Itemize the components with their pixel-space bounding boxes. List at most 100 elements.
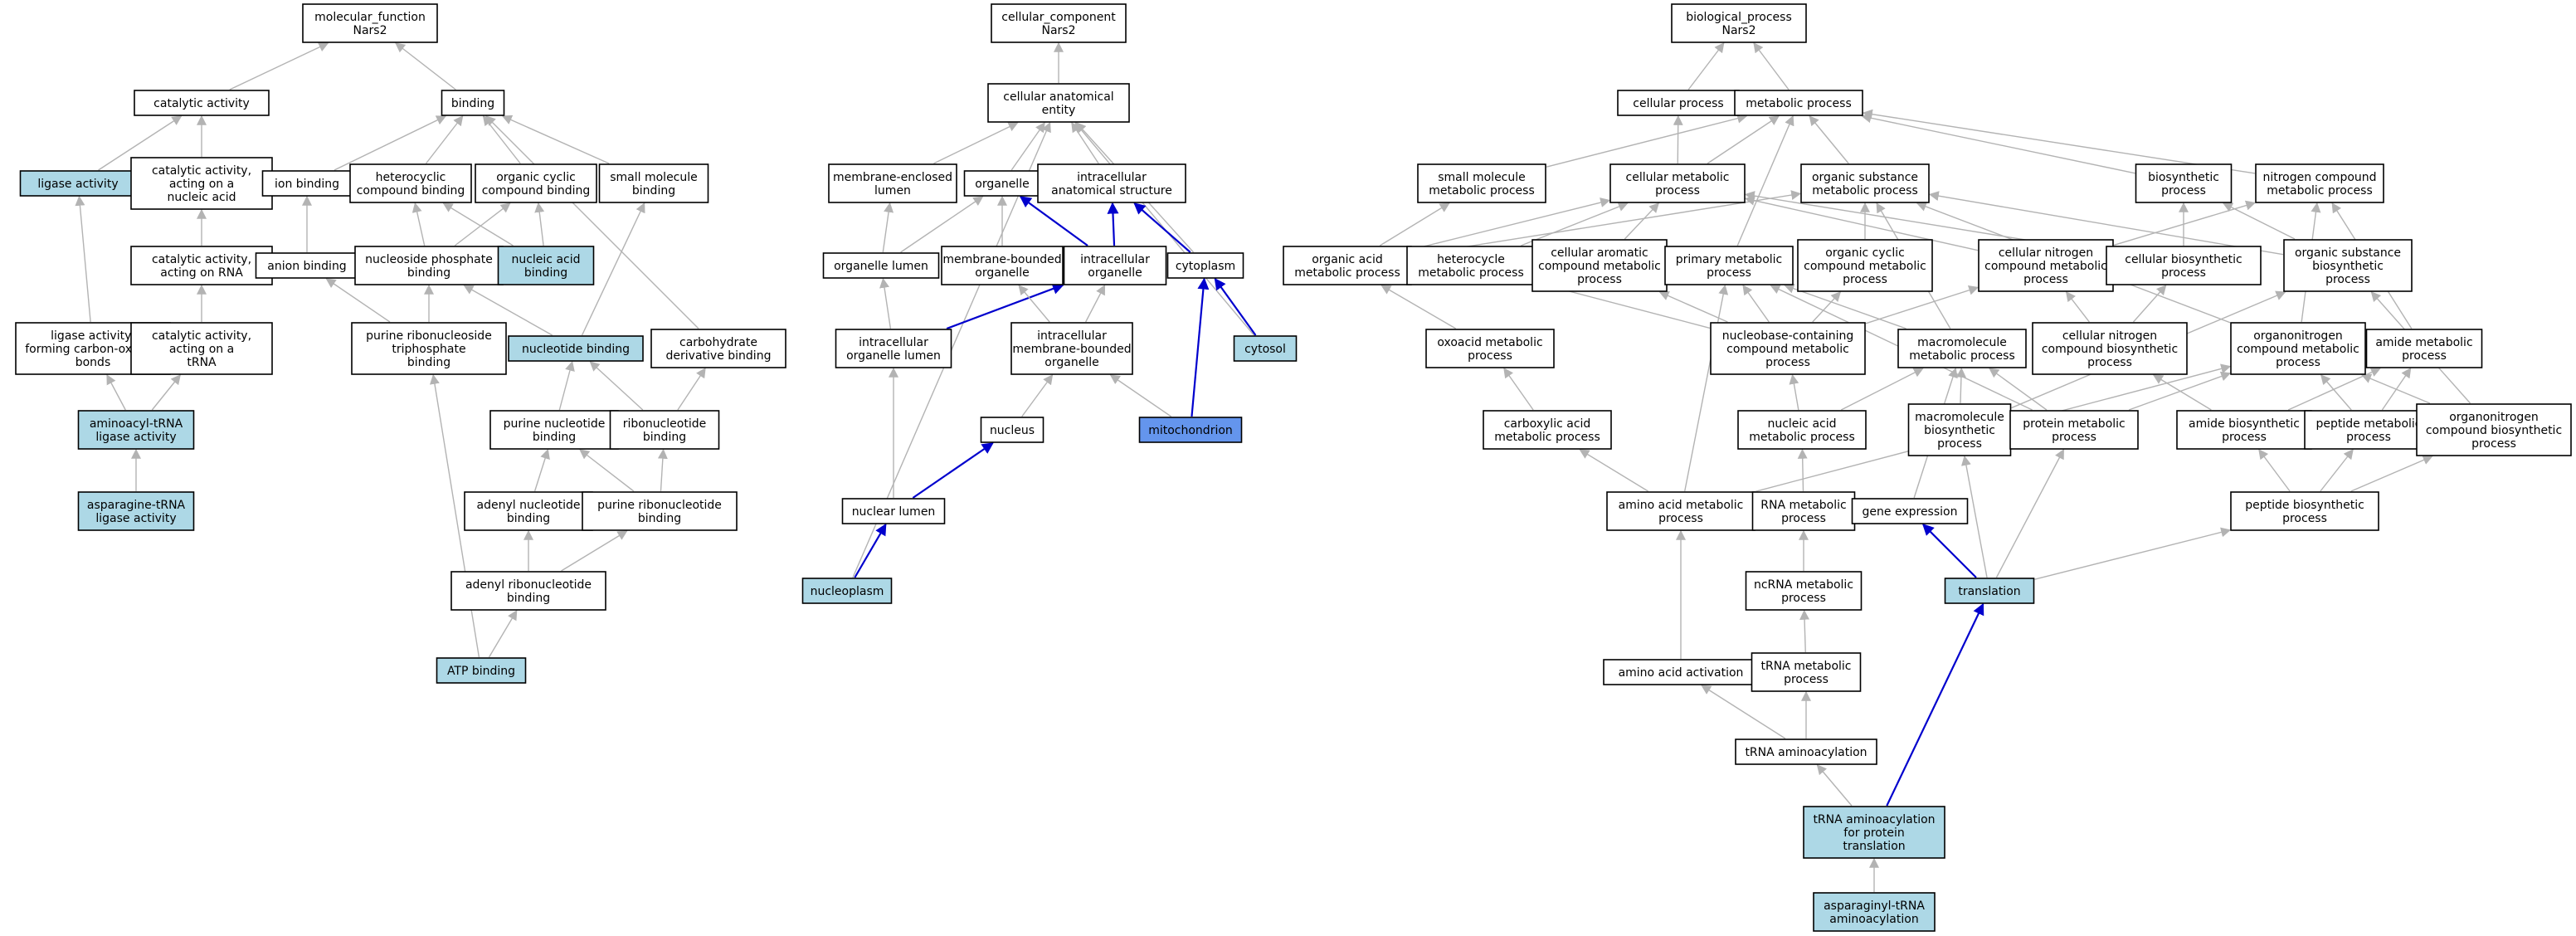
node-box — [835, 329, 952, 368]
node-box — [1425, 329, 1555, 368]
node-ligase[interactable]: ligase activity — [19, 170, 137, 197]
edge-nucleobase_met-to-org_cyclic_met — [1812, 291, 1842, 323]
node-translation[interactable]: translation — [1944, 578, 2035, 604]
node-mitochondrion[interactable]: mitochondrion — [1138, 417, 1243, 443]
node-label: nucleoside phosphate — [365, 253, 493, 266]
node-organelle[interactable]: organelle — [963, 170, 1041, 197]
node-organelle-lumen[interactable]: organelle lumen — [822, 252, 940, 279]
node-label: organic substance — [2295, 246, 2401, 260]
node-binding[interactable]: binding — [441, 90, 505, 116]
node-trna-aminoacylation[interactable]: tRNA aminoacylation — [1735, 739, 1877, 765]
node-metabolic-process[interactable]: metabolic process — [1734, 90, 1863, 116]
node-nucleus[interactable]: nucleus — [980, 417, 1045, 443]
edge-catalytic-to-mf — [229, 42, 329, 90]
node-label: Nars2 — [353, 24, 387, 37]
node-cytoplasm[interactable]: cytoplasm — [1166, 252, 1244, 279]
node-cellular-process[interactable]: cellular process — [1617, 90, 1740, 116]
node-label: asparagine-tRNA — [87, 499, 186, 512]
node-cytosol[interactable]: cytosol — [1233, 335, 1298, 362]
node-gene-expression[interactable]: gene expression — [1851, 498, 1969, 524]
edge-adenyl_ribonucleotide_binding-to-purine_ribonucleotide_binding — [561, 530, 628, 572]
node-nuclear-lumen[interactable]: nuclear lumen — [841, 498, 946, 524]
node-box — [828, 163, 957, 203]
node-catalytic[interactable]: catalytic activity — [134, 90, 270, 116]
node-label: process — [2222, 431, 2267, 444]
node-nucleotide-binding[interactable]: nucleotide binding — [508, 335, 644, 362]
node-atp-binding[interactable]: ATP binding — [436, 657, 527, 684]
node-ion-binding[interactable]: ion binding — [261, 170, 353, 197]
node-label: binding — [507, 512, 550, 525]
node-label: acting on a — [169, 178, 234, 191]
node-label: tRNA — [187, 356, 217, 369]
node-label: adenyl ribonucleotide — [465, 578, 592, 592]
node-amino-acid-activation[interactable]: amino acid activation — [1603, 659, 1759, 685]
node-label: binding — [451, 97, 494, 110]
node-label: oxoacid metabolic — [1437, 336, 1542, 349]
node-anion-binding[interactable]: anion binding — [255, 252, 359, 279]
node-nucleoplasm[interactable]: nucleoplasm — [801, 578, 893, 604]
edge-trna_aminoacylation-to-amino_acid_activation — [1701, 685, 1786, 739]
node-label: protein metabolic — [2023, 417, 2125, 431]
node-cat-rna[interactable]: catalytic activity,acting on RNA — [130, 246, 273, 285]
